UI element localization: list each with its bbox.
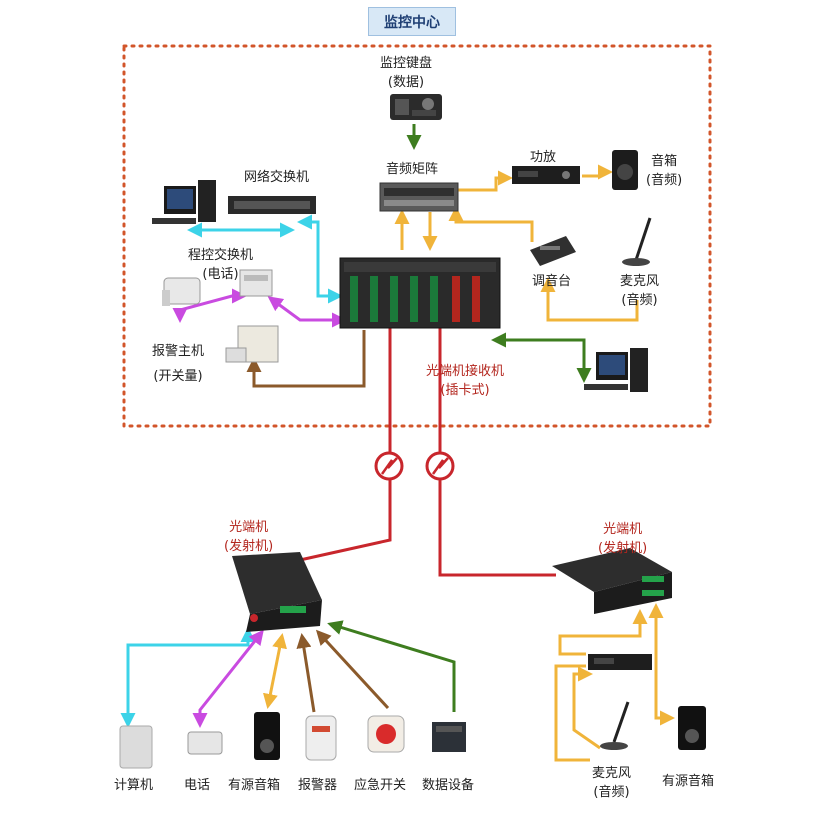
transmitter-right-device [552, 548, 672, 614]
link-tx1-phone [192, 629, 264, 728]
audio-matrix-device [379, 182, 459, 212]
monitoring-center-title: 监控中心 [368, 7, 456, 36]
amplifier-label: 功放 [530, 150, 557, 165]
control-keyboard-device [390, 94, 442, 120]
link-tx2-amp [558, 609, 648, 656]
right-transmitter-label: 光端机(发射机) [598, 522, 648, 556]
link-tx1-data [327, 620, 456, 712]
link-tx2-speaker [648, 603, 675, 726]
phone-endpoint-label: 电话 [184, 778, 211, 793]
link-matrix-amp [458, 170, 513, 192]
link-tx1-computer [120, 627, 256, 728]
computer-endpoint [119, 725, 153, 769]
alarm-host-label: 报警主机(开关量) [152, 344, 205, 384]
pc-right-device [584, 348, 648, 392]
link-switch-receiver [297, 214, 343, 304]
pc-left-device [152, 180, 216, 224]
keyboard-label: 监控键盘(数据) [380, 56, 433, 90]
pbx-device [239, 269, 273, 297]
transmitter-left-device [232, 552, 322, 632]
audio-matrix-label: 音频矩阵 [386, 162, 439, 177]
alarm-endpoint [305, 715, 337, 761]
fiber-symbol-right [425, 451, 455, 481]
data-device-endpoint [432, 722, 466, 752]
microphone-label: 麦克风(音频) [620, 274, 660, 308]
microphone2-device [600, 701, 630, 750]
microphone-device [622, 217, 652, 266]
fiber-line-left [299, 320, 392, 562]
link-phone-pbx [172, 288, 247, 323]
amplifier2-device [588, 654, 652, 670]
left-transmitter-label: 光端机(发射机) [224, 520, 274, 554]
link-mic2-amp [572, 666, 601, 750]
link-mic-mixer [540, 277, 639, 322]
emergency-switch-endpoint [367, 715, 405, 753]
active-speaker-endpoint [254, 712, 280, 760]
monitoring-center-boundary [122, 44, 712, 428]
link-pbx-receiver [267, 296, 347, 328]
network-switch-label: 网络交换机 [244, 170, 310, 185]
link-tx1-alarm [296, 633, 316, 713]
fiber-line-right [438, 320, 556, 577]
speaker-device [612, 150, 638, 190]
data-device-label: 数据设备 [422, 778, 475, 793]
microphone2-label: 麦克风(音频) [592, 766, 632, 800]
link-tx1-speaker [262, 633, 288, 709]
pbx-label: 程控交换机(电话) [188, 248, 254, 282]
emergency-switch-label: 应急开关 [354, 778, 407, 793]
active-speaker-label: 有源音箱 [228, 778, 281, 793]
amplifier-device [512, 166, 580, 184]
active-speaker2-device [678, 706, 706, 750]
speaker-label: 音箱(音频) [646, 154, 683, 188]
mixer-label: 调音台 [532, 274, 572, 289]
phone-endpoint [187, 731, 223, 755]
link-pc2-receiver [491, 332, 592, 383]
network-switch-device [228, 196, 316, 214]
mixer-device [530, 236, 576, 266]
alarm-label: 报警器 [298, 778, 338, 793]
computer-label: 计算机 [114, 778, 154, 793]
optical-receiver-rack [339, 257, 501, 329]
alarm-host-device [225, 325, 279, 363]
link-receiver-alarm [246, 330, 366, 388]
phone-device [162, 277, 201, 306]
active-speaker2-label: 有源音箱 [662, 774, 715, 789]
receiver-label: 光端机接收机(插卡式) [426, 364, 505, 398]
link-amp-tx2-out [554, 664, 590, 762]
link-mixer-matrix [448, 206, 534, 242]
fiber-symbol-left [374, 451, 404, 481]
link-amp-speaker [582, 164, 613, 180]
link-tx1-switch [315, 629, 390, 710]
